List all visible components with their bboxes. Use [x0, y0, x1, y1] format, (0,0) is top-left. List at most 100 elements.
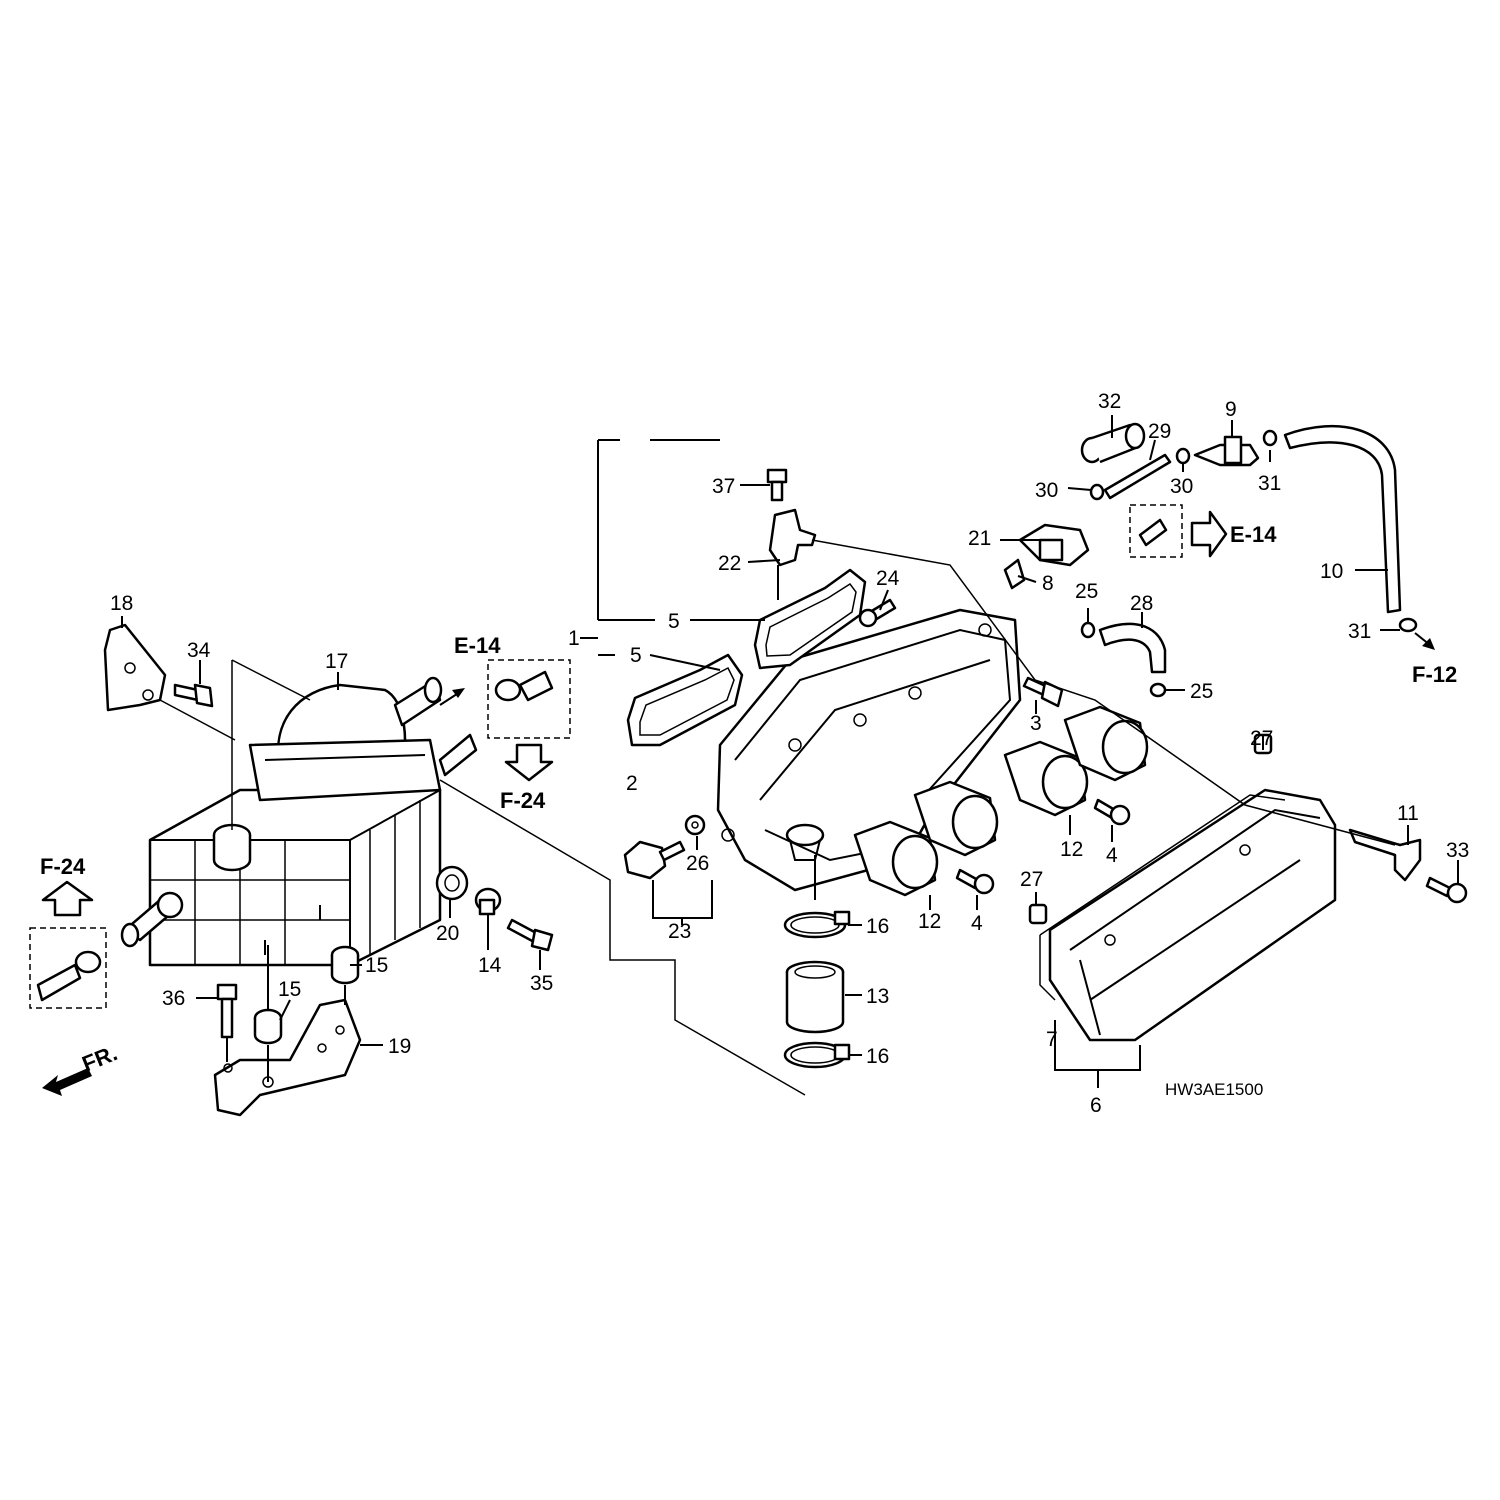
- callout-25-a: 25: [1075, 580, 1098, 603]
- callout-30-b: 30: [1170, 475, 1193, 498]
- callout-30-a: 30: [1035, 479, 1058, 502]
- callout-14: 14: [478, 954, 502, 977]
- callout-8: 8: [1042, 572, 1054, 595]
- callout-34: 34: [187, 639, 211, 662]
- callout-22: 22: [718, 552, 741, 575]
- part-11-bracket[interactable]: [1348, 828, 1422, 882]
- callout-19: 19: [388, 1035, 411, 1058]
- callout-5-b: 5: [630, 644, 642, 667]
- callout-13: 13: [866, 985, 889, 1008]
- part-19-bracket[interactable]: [213, 998, 362, 1117]
- callout-33: 33: [1446, 839, 1469, 862]
- ref-box-center: [487, 659, 571, 739]
- part-16-clamp-lower[interactable]: [783, 1041, 851, 1069]
- callout-27-b: 27: [1020, 868, 1043, 891]
- part-29-tube[interactable]: [1103, 453, 1172, 500]
- callout-3: 3: [1030, 712, 1042, 735]
- callout-21: 21: [968, 527, 991, 550]
- part-15-grommet-upper[interactable]: [330, 945, 360, 985]
- part-31-clip-a[interactable]: [1262, 429, 1278, 447]
- callout-labels: 1 2 3 4 4 5 5 6 7 8 9 10 11 12 12 13 14 …: [110, 390, 1469, 1117]
- callout-2: 2: [626, 772, 638, 795]
- part-5-gasket-b[interactable]: [753, 568, 867, 670]
- callout-28: 28: [1130, 592, 1153, 615]
- ref-box-right: [1129, 504, 1183, 558]
- part-4-bolt-b[interactable]: [955, 868, 995, 895]
- part-16-clamp-upper[interactable]: [783, 910, 851, 939]
- part-22-sensor[interactable]: [768, 508, 817, 567]
- part-8-bracket[interactable]: [1003, 558, 1026, 590]
- part-21-valve[interactable]: [1018, 523, 1090, 567]
- callout-9: 9: [1225, 398, 1237, 421]
- ref-box-left: [29, 927, 107, 1009]
- callout-16-b: 16: [866, 1045, 889, 1068]
- part-9-check-valve[interactable]: [1193, 435, 1260, 467]
- part-6-air-box[interactable]: [1048, 788, 1337, 1042]
- callout-12-a: 12: [1060, 838, 1083, 861]
- part-32-hose[interactable]: [1080, 422, 1146, 464]
- callout-4-b: 4: [971, 912, 983, 935]
- arrow-f24-left: [41, 880, 94, 917]
- part-27-collar-b[interactable]: [1028, 903, 1048, 925]
- ref-e14-left: E-14: [454, 633, 501, 658]
- part-4-bolt-a[interactable]: [1093, 798, 1131, 826]
- part-14-collar[interactable]: [474, 887, 502, 916]
- part-12-throttle-bodies[interactable]: [853, 705, 1149, 897]
- callout-12-b: 12: [918, 910, 941, 933]
- callout-6: 6: [1090, 1094, 1102, 1117]
- callout-26: 26: [686, 852, 709, 875]
- callout-25-b: 25: [1190, 680, 1213, 703]
- part-33-bolt[interactable]: [1425, 876, 1468, 904]
- callout-15-a: 15: [365, 954, 388, 977]
- part-36-bolt[interactable]: [216, 983, 238, 1039]
- part-10-hose[interactable]: [1283, 424, 1402, 614]
- arrow-e14-right: [1190, 510, 1228, 558]
- part-17-tank[interactable]: [120, 676, 478, 967]
- callout-36: 36: [162, 987, 185, 1010]
- callout-1: 1: [568, 627, 580, 650]
- arrow-f12: [1414, 632, 1435, 650]
- callout-4-a: 4: [1106, 844, 1118, 867]
- callout-24: 24: [876, 567, 900, 590]
- callout-32: 32: [1098, 390, 1121, 413]
- ref-e14-right: E-14: [1230, 522, 1277, 547]
- arrow-e14-left: [439, 688, 465, 706]
- part-24-bolt[interactable]: [858, 598, 897, 628]
- part-15-grommet-lower[interactable]: [253, 1008, 283, 1045]
- callout-27-a: 27: [1250, 727, 1273, 750]
- part-23-sensor[interactable]: [623, 840, 686, 880]
- leader-lines: [121, 415, 1459, 1096]
- callout-29: 29: [1148, 420, 1171, 443]
- part-30-clip-b[interactable]: [1175, 447, 1191, 465]
- part-18-bracket[interactable]: [103, 623, 167, 712]
- part-20-grommet[interactable]: [435, 865, 469, 901]
- part-35-bolt[interactable]: [506, 918, 554, 952]
- callout-10: 10: [1320, 560, 1343, 583]
- reference-labels: E-14 F-24 F-24 E-14 F-12 FR. HW3AE1500: [40, 522, 1457, 1099]
- front-label: FR.: [79, 1040, 121, 1076]
- callout-37: 37: [712, 475, 735, 498]
- diagram-code: HW3AE1500: [1165, 1080, 1263, 1099]
- part-2-manifold[interactable]: [716, 608, 1022, 892]
- callout-23: 23: [668, 920, 691, 943]
- callout-15-b: 15: [278, 978, 301, 1001]
- part-25-clip-a[interactable]: [1080, 621, 1096, 639]
- ref-f12: F-12: [1412, 662, 1457, 687]
- part-25-clip-b[interactable]: [1149, 682, 1167, 698]
- callout-18: 18: [110, 592, 133, 615]
- callout-31-a: 31: [1258, 472, 1281, 495]
- part-31-clip-b[interactable]: [1398, 617, 1418, 633]
- part-28-hose[interactable]: [1098, 622, 1167, 674]
- part-13-hose[interactable]: [785, 960, 845, 1034]
- part-37-bolt[interactable]: [766, 468, 788, 502]
- callout-11: 11: [1397, 802, 1419, 825]
- part-30-clip-a[interactable]: [1089, 483, 1105, 501]
- arrow-front: [42, 1068, 92, 1096]
- part-34-bolt[interactable]: [173, 683, 214, 708]
- callout-7: 7: [1046, 1028, 1058, 1051]
- part-5-gasket-a[interactable]: [626, 653, 744, 747]
- part-7-seal[interactable]: [1039, 794, 1286, 1001]
- part-26-washer[interactable]: [684, 814, 706, 836]
